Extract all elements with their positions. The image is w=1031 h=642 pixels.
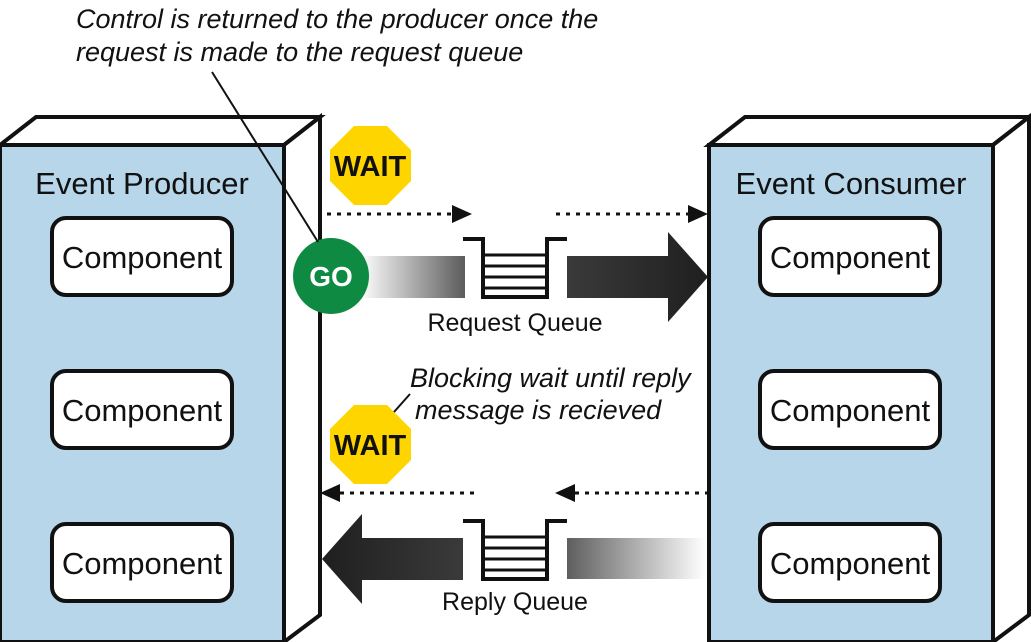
stop-sign-icon xyxy=(330,405,411,484)
reply-queue-icon xyxy=(463,519,567,581)
annotation-leader-top xyxy=(211,71,319,243)
producer-component-1: Component xyxy=(50,216,234,297)
reply-dotted-arrowhead-right xyxy=(555,484,575,502)
go-circle-icon xyxy=(293,238,369,314)
go-label: GO xyxy=(309,261,353,292)
reply-dotted-arrowhead-left xyxy=(320,484,340,502)
consumer-components: Component Component Component xyxy=(758,216,942,603)
reply-flow xyxy=(322,514,705,604)
wait-label-bottom: WAIT xyxy=(334,430,407,462)
consumer-top-face xyxy=(703,115,1031,147)
request-flow xyxy=(360,232,708,322)
request-dotted-arrowhead-left xyxy=(452,205,472,223)
component-label: Component xyxy=(770,546,931,581)
annotation-leader-middle xyxy=(393,393,411,413)
wait-label-top: WAIT xyxy=(334,151,407,183)
producer-component-3: Component xyxy=(50,522,234,603)
wait-sign-bottom: WAIT xyxy=(330,405,411,484)
request-dotted-arrows xyxy=(327,205,708,223)
annotation-middle-line1: Blocking wait until reply xyxy=(410,363,692,393)
producer-component-2: Component xyxy=(50,369,234,450)
component-label: Component xyxy=(62,393,223,428)
consumer-component-3: Component xyxy=(758,522,942,603)
annotation-middle-line2: message is recieved xyxy=(415,395,662,425)
request-queue-label: Request Queue xyxy=(427,309,602,337)
stop-sign-icon xyxy=(330,126,411,205)
reply-dotted-arrows xyxy=(320,484,708,502)
component-label: Component xyxy=(62,546,223,581)
producer-top-face xyxy=(0,115,326,147)
annotation-top-line1: Control is returned to the producer once… xyxy=(76,4,598,34)
component-label: Component xyxy=(62,240,223,275)
annotation-top-line2: request is made to the request queue xyxy=(76,37,523,67)
consumer-component-1: Component xyxy=(758,216,942,297)
request-dotted-arrowhead-right xyxy=(688,205,708,223)
wait-sign-top: WAIT xyxy=(330,126,411,205)
reply-incoming-bar xyxy=(567,538,705,579)
producer-components: Component Component Component xyxy=(50,216,234,603)
reply-outgoing-arrow xyxy=(322,514,463,604)
consumer-title: Event Consumer xyxy=(736,166,967,201)
reply-queue-label: Reply Queue xyxy=(442,588,588,616)
component-label: Component xyxy=(770,393,931,428)
consumer-side-face xyxy=(991,112,1031,642)
component-label: Component xyxy=(770,240,931,275)
consumer-component-2: Component xyxy=(758,369,942,450)
request-outgoing-arrow xyxy=(567,232,708,322)
request-incoming-bar xyxy=(360,256,465,298)
go-sign: GO xyxy=(293,238,369,314)
request-queue-icon xyxy=(463,237,567,299)
producer-title: Event Producer xyxy=(35,166,249,201)
